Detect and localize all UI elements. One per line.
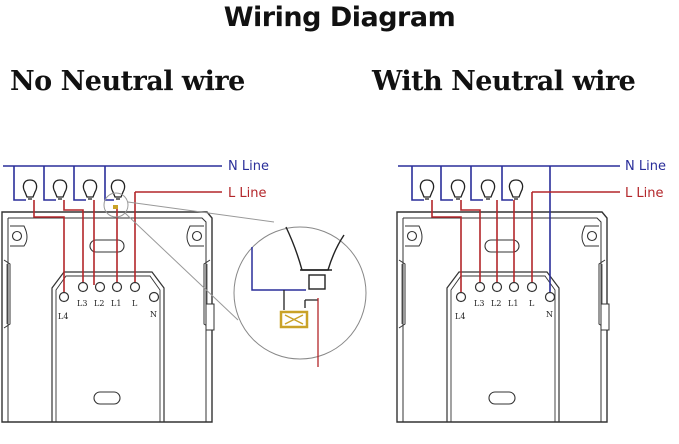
- with-neutral-heading: With Neutral wire: [372, 66, 636, 97]
- terminal-label-l3: L3: [474, 299, 484, 308]
- diagram-title: Wiring Diagram: [223, 2, 456, 33]
- magnifier-callout: [103, 192, 367, 367]
- terminal-label-l4: L4: [455, 312, 465, 321]
- neutral-wire-right: [398, 165, 620, 297]
- bulb-icon: [419, 179, 435, 200]
- bulb-icon: [110, 179, 126, 200]
- live-wire-left: [33, 191, 222, 293]
- terminal-label-l1: L1: [508, 299, 518, 308]
- terminal-label-l2: L2: [491, 299, 501, 308]
- switch-plate-left: [1, 211, 215, 423]
- terminal-label-l: L: [132, 299, 138, 308]
- no-neutral-heading: No Neutral wire: [10, 66, 245, 97]
- terminal-label-l2: L2: [94, 299, 104, 308]
- l-line-label-left: L Line: [228, 186, 266, 201]
- live-wire-right: [431, 191, 620, 293]
- switch-plate-right: [396, 211, 610, 423]
- l-line-label-right: L Line: [625, 186, 663, 201]
- bulb-icon: [52, 179, 68, 200]
- n-line-label-right: N Line: [625, 159, 666, 174]
- terminal-label-l1: L1: [111, 299, 121, 308]
- terminals-right: [455, 281, 556, 303]
- bulb-icon: [480, 179, 496, 200]
- terminal-label-n: N: [150, 310, 157, 319]
- terminal-label-n: N: [546, 310, 553, 319]
- neutral-wire-left: [3, 165, 222, 201]
- terminal-label-l4: L4: [58, 312, 68, 321]
- bulb-icon: [508, 179, 524, 200]
- bulb-icon: [22, 179, 38, 200]
- capacitor-icon: [279, 310, 309, 329]
- left-diagram: L4 L3 L2 L1 L N N Line L Line: [1, 159, 367, 423]
- capacitor-small: [113, 205, 118, 209]
- terminal-label-l: L: [529, 299, 535, 308]
- right-diagram: L4 L3 L2 L1 L N N Line L Line: [396, 159, 666, 423]
- bulb-icon: [82, 179, 98, 200]
- terminals-left: [58, 281, 160, 303]
- terminal-label-l3: L3: [77, 299, 87, 308]
- bulb-icon: [450, 179, 466, 200]
- n-line-label-left: N Line: [228, 159, 269, 174]
